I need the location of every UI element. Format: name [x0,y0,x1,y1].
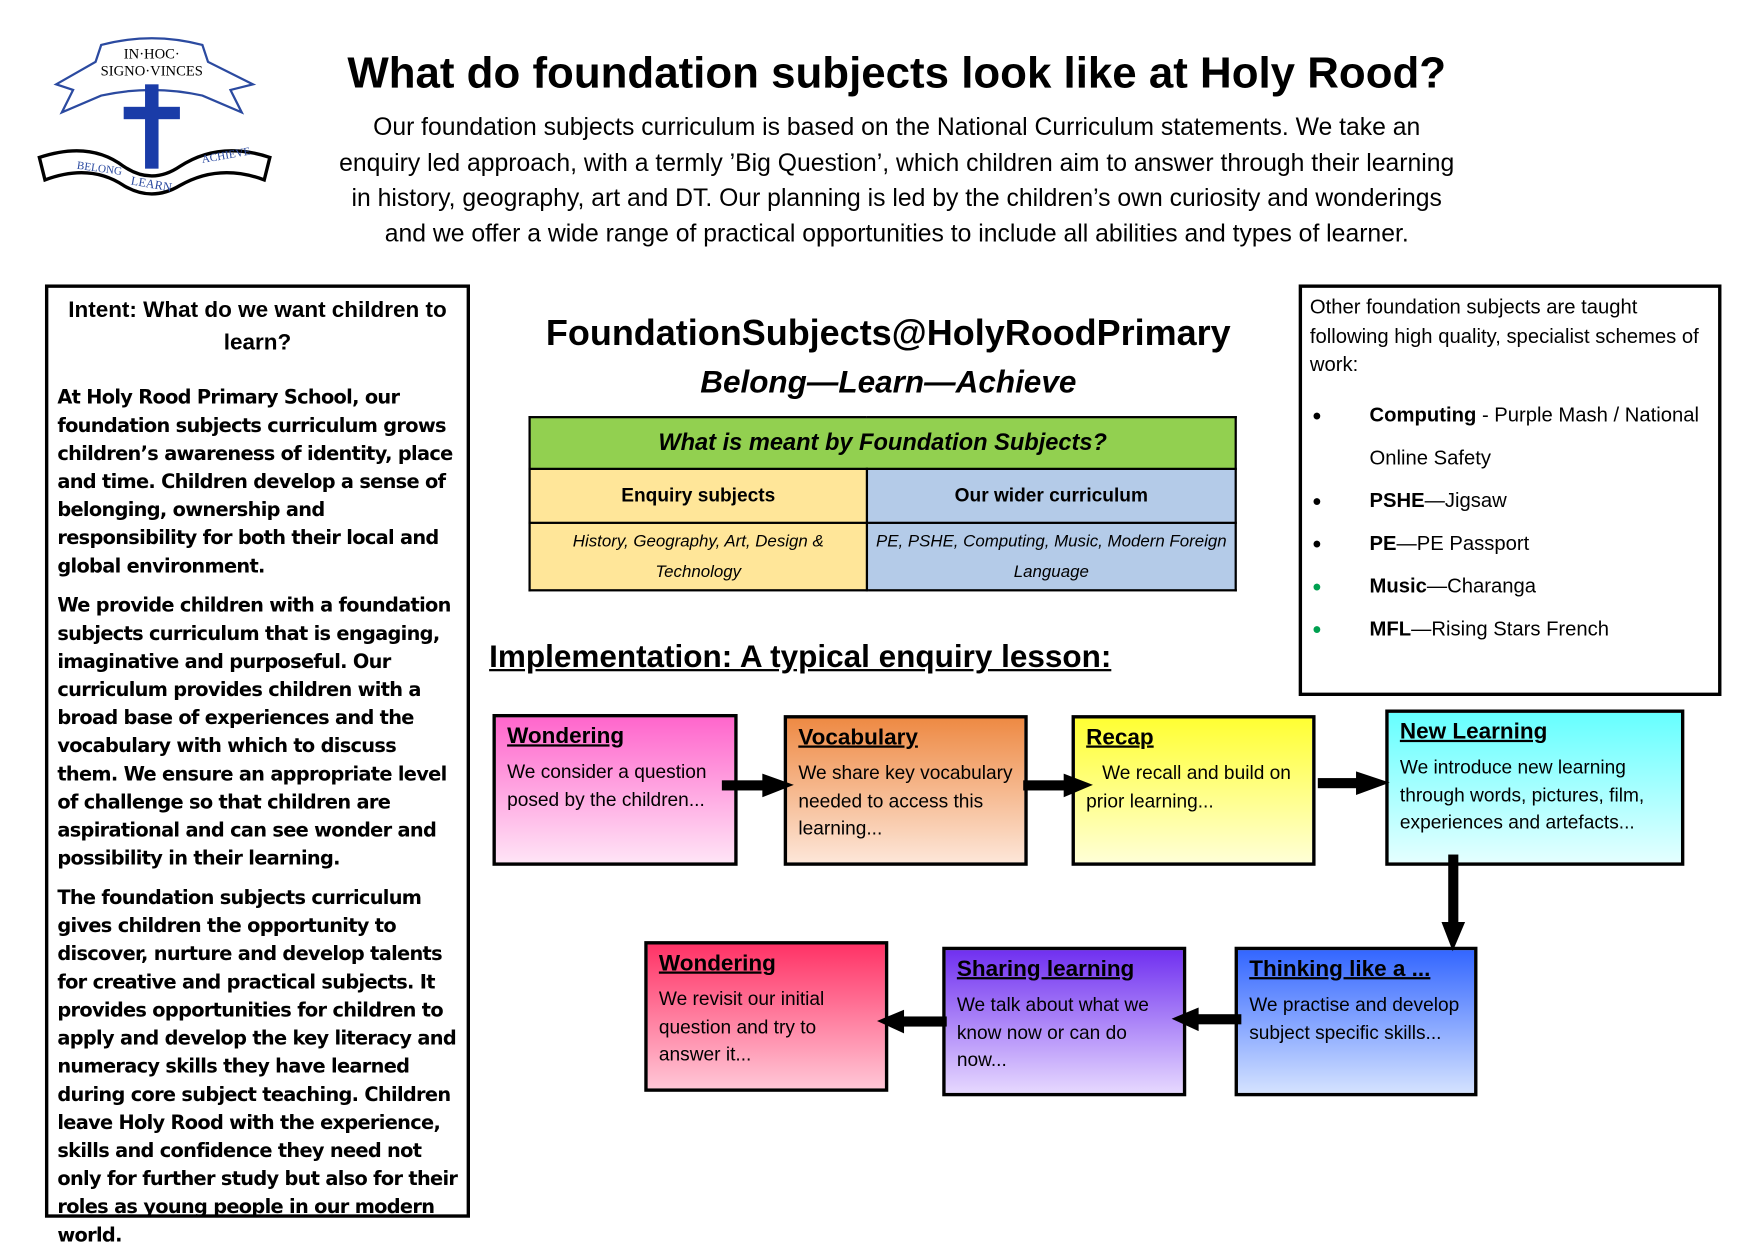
subject-name: PSHE [1369,488,1425,512]
arrow-right-icon [1317,771,1390,795]
intent-paragraph: The foundation subjects curriculum gives… [57,887,458,1247]
subject-scheme: —Jigsaw [1424,488,1507,512]
bullet-icon: ● [1312,405,1322,424]
step-text: We recall and build on prior learning... [1086,762,1297,812]
step-title: Thinking like a ... [1249,956,1431,982]
school-logo: IN·HOC· SIGNO·VINCES BELONG LEARN ACHIEV… [37,37,272,196]
arrow-left-icon [877,1009,947,1034]
intro-line: Our foundation subjects curriculum is ba… [373,112,1421,141]
intro-line: and we offer a wide range of practical o… [384,219,1409,248]
bullet-icon: ● [1312,533,1322,552]
step-title: New Learning [1399,719,1548,745]
other-subject-item: ● Computing - Purple Mash / National Onli… [1310,393,1710,478]
intro-text: Our foundation subjects curriculum is ba… [270,109,1524,251]
intent-heading: Intent: What do we want children to lear… [68,297,447,356]
intro-line: in history, geography, art and DT. Our p… [351,183,1442,212]
arrow-right-icon [1023,773,1093,798]
enquiry-header: Enquiry subjects [528,467,869,524]
intent-panel: Intent: What do we want children to lear… [44,284,470,1247]
page-title: What do foundation subjects look like at… [347,49,1447,98]
bullet-icon: ● [1312,618,1322,637]
enquiry-subjects: History, Geography, Art, Design & Techno… [528,521,869,592]
step-text: We talk about what we know now or can do… [956,993,1155,1071]
step-wondering-revisit: Wondering We revisit our initial question… [644,941,889,1092]
step-title: Wondering [658,951,776,976]
bullet-icon: ● [1312,490,1322,509]
intro-line: enquiry led approach, with a termly ’Big… [339,147,1455,177]
other-subjects-list: ● Computing - Purple Mash / National Onli… [1310,393,1710,649]
implementation-heading: Implementation: A typical enquiry lesson… [489,638,1112,674]
table-title: What is meant by Foundation Subjects? [528,416,1237,470]
subject-name: Music [1369,574,1427,597]
arrow-left-icon [1171,1007,1242,1032]
step-title: Wondering [507,724,625,749]
step-recap: Recap We recall and build on prior learn… [1071,715,1316,866]
arrow-right-icon [721,773,794,798]
step-title: Recap [1086,725,1154,750]
other-subject-item: ● PSHE—Jigsaw [1310,478,1710,521]
subject-scheme: —PE Passport [1396,531,1530,554]
intent-paragraph: We provide children with a foundation su… [57,594,451,871]
subject-scheme: - Purple Mash / National Online Safety [1369,403,1700,469]
step-new-learning: New Learning We introduce new learning th… [1385,709,1685,866]
intent-paragraph: At Holy Rood Primary School, our foundat… [57,386,453,578]
other-lead: Other foundation subjects are taught fol… [1309,295,1699,376]
bullet-icon: ● [1312,576,1322,595]
step-text: We introduce new learning through words,… [1399,756,1650,834]
other-subjects-panel: Other foundation subjects are taught fol… [1298,284,1722,697]
svg-text:IN·HOC·: IN·HOC· [124,46,180,62]
subject-name: PE [1369,531,1397,554]
other-subject-item: ● PE—PE Passport [1310,521,1710,564]
subject-scheme: —Charanga [1426,574,1537,597]
step-text: We practise and develop subject specific… [1249,993,1465,1043]
subject-scheme: —Rising Stars French [1411,616,1610,640]
step-text: We consider a question posed by the chil… [507,761,712,811]
step-text: We share key vocabulary needed to access… [798,762,1018,839]
arrow-down-icon [1441,854,1466,952]
wider-header: Our wider curriculum [865,467,1237,524]
other-subject-item: ● Music—Charanga [1310,564,1710,607]
step-vocabulary: Vocabulary We share key vocabulary needed… [783,715,1028,866]
svg-text:SIGNO·VINCES: SIGNO·VINCES [101,63,203,79]
brand-motto: Belong—Learn—Achieve [700,364,1077,400]
foundation-subjects-table: What is meant by Foundation Subjects? En… [528,416,1237,592]
step-wondering: Wondering We consider a question posed by… [492,713,738,866]
subject-name: Computing [1369,403,1477,426]
other-subject-item: ● MFL—Rising Stars French [1310,607,1710,650]
step-text: We revisit our initial question and try … [658,988,830,1065]
step-title: Sharing learning [956,956,1135,982]
brand-handle: FoundationSubjects@HolyRoodPrimary [545,312,1231,354]
wider-subjects: PE, PSHE, Computing, Music, Modern Forei… [865,521,1237,592]
step-title: Vocabulary [798,725,918,750]
subject-name: MFL [1369,616,1412,640]
